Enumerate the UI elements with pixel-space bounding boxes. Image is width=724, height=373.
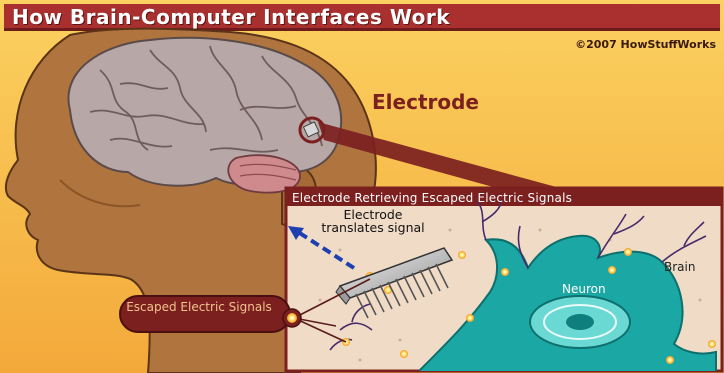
inset-panel-title: Electrode Retrieving Escaped Electric Si… (292, 191, 572, 205)
copyright-notice: ©2007 HowStuffWorks (575, 38, 716, 51)
neuron-label: Neuron (562, 282, 606, 296)
electrode-label: Electrode (372, 90, 479, 114)
escaped-signals-label: Escaped Electric Signals (124, 300, 274, 314)
brain-label: Brain (664, 260, 695, 274)
page-title: How Brain-Computer Interfaces Work (4, 4, 724, 30)
electrode-translates-label: Electrode translates signal (318, 208, 428, 234)
